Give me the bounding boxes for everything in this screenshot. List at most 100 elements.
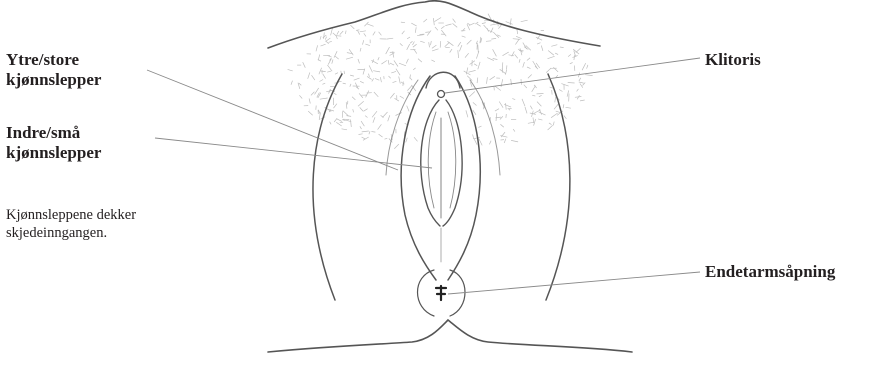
hair-stroke [425, 32, 430, 33]
hair-stroke [328, 59, 331, 65]
hair-stroke [414, 137, 418, 141]
hair-stroke [431, 41, 432, 45]
hair-stroke [432, 45, 437, 48]
hair-stroke [346, 116, 351, 117]
hair-stroke [309, 99, 310, 104]
hair-stroke [570, 63, 573, 64]
hair-stroke [303, 62, 306, 68]
hair-stroke [288, 69, 293, 71]
hair-stroke [390, 53, 395, 56]
hair-stroke [577, 89, 579, 92]
hair-stroke [555, 97, 556, 103]
hair-stroke [527, 67, 531, 69]
hair-stroke [369, 65, 372, 72]
hair-stroke [308, 73, 310, 79]
hair-stroke [413, 68, 415, 70]
hair-stroke [473, 134, 474, 139]
hair-stroke [478, 126, 481, 127]
hair-stroke [469, 23, 475, 25]
hair-stroke [511, 140, 518, 142]
hair-stroke [537, 102, 541, 107]
hair-stroke [489, 141, 491, 145]
hair-stroke [503, 52, 509, 56]
hair-stroke [378, 124, 382, 129]
hair-stroke [399, 77, 401, 84]
hair-stroke [342, 129, 348, 130]
hair-stroke [458, 42, 461, 47]
hair-stroke [450, 49, 452, 52]
hair-stroke [327, 65, 332, 71]
hair-stroke [381, 61, 386, 65]
hair-stroke [551, 113, 558, 118]
hair-stroke [407, 106, 409, 112]
hair-stroke [346, 57, 353, 59]
hair-stroke [366, 91, 369, 98]
hair-stroke [360, 107, 363, 111]
hair-stroke [482, 23, 486, 24]
hair-stroke [500, 116, 503, 119]
hair-stroke [533, 61, 537, 68]
hair-stroke [477, 24, 481, 26]
hair-stroke [344, 71, 345, 74]
hair-stroke [346, 102, 347, 109]
hair-stroke [575, 97, 582, 98]
hair-stroke [413, 42, 415, 46]
hair-stroke [465, 53, 469, 57]
hair-stroke [560, 47, 564, 48]
hair-stroke [372, 78, 374, 81]
hair-stroke [336, 122, 341, 126]
hair-stroke [516, 36, 522, 38]
hair-stroke [561, 84, 568, 87]
outer-labia-left [401, 76, 436, 280]
hair-stroke [362, 131, 369, 132]
hair-stroke [487, 77, 488, 84]
caption-text: Kjønnsleppene dekker skjedeinngangen. [6, 206, 136, 242]
hair-stroke [343, 111, 349, 116]
hair-stroke [333, 33, 337, 36]
hair-stroke [556, 111, 561, 113]
hair-stroke [360, 48, 361, 52]
hair-stroke [411, 23, 416, 26]
hair-stroke [524, 85, 527, 88]
hair-stroke [361, 121, 364, 126]
caption-line2: skjedeinngangen. [6, 224, 136, 242]
hair-stroke [521, 20, 528, 22]
hair-stroke [499, 102, 503, 108]
hair-stroke [513, 39, 520, 40]
hair-stroke [345, 31, 346, 34]
hair-stroke [564, 116, 567, 119]
hair-stroke [509, 55, 514, 56]
hair-stroke [321, 44, 326, 46]
hair-stroke [580, 100, 585, 101]
hair-stroke [549, 123, 552, 125]
inner-labia-left [421, 100, 440, 226]
hair-stroke [335, 73, 338, 75]
hair-stroke [316, 45, 318, 51]
hair-stroke [551, 45, 557, 47]
mons-crease-right [470, 80, 500, 175]
hair-stroke [360, 81, 364, 83]
hair-stroke [467, 40, 472, 44]
label-clitoris: Klitoris [705, 50, 761, 70]
hair-stroke [435, 18, 442, 22]
hair-stroke [478, 45, 479, 53]
inner-labia-fold-right [448, 112, 456, 208]
buttocks-curve [268, 320, 632, 352]
hair-stroke [323, 74, 326, 79]
hair-stroke [525, 107, 527, 113]
hair-stroke [504, 139, 506, 143]
hair-stroke [299, 95, 302, 98]
hair-stroke [358, 31, 360, 35]
hair-stroke [429, 42, 430, 47]
body-outline [268, 1, 632, 352]
hair-stroke [321, 71, 326, 72]
hair-stroke [505, 70, 506, 75]
hair-stroke [473, 110, 476, 115]
hair-stroke [458, 50, 459, 58]
hair-stroke [515, 39, 519, 44]
right-thigh-curve [546, 74, 570, 300]
hair-stroke [496, 113, 497, 121]
hair-stroke [369, 131, 370, 134]
hair-stroke [554, 104, 558, 109]
hair-stroke [510, 18, 511, 25]
